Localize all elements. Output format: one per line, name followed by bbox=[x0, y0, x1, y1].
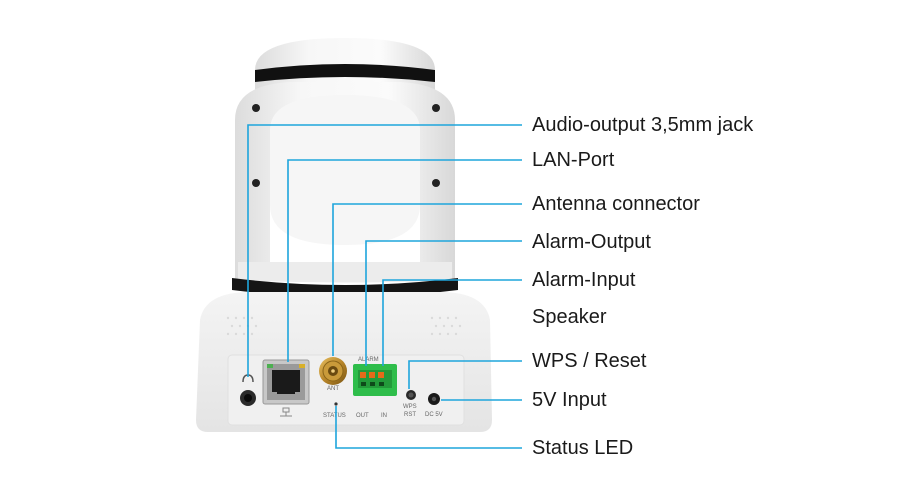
label-alarm-output: Alarm-Output bbox=[532, 231, 651, 253]
label-speaker: Speaker bbox=[532, 306, 607, 328]
alarm-terminal: ALARM OUT IN bbox=[353, 357, 397, 419]
callout-line-wps bbox=[408, 360, 522, 389]
callout-line-alarm-out bbox=[365, 240, 522, 366]
dc-text: DC 5V bbox=[425, 412, 443, 418]
label-status-led: Status LED bbox=[532, 437, 634, 459]
callout-line-audio bbox=[247, 124, 522, 377]
label-wps-reset: WPS / Reset bbox=[532, 350, 647, 372]
alarm-text: ALARM bbox=[358, 357, 379, 363]
rst-text: RST bbox=[404, 412, 416, 418]
speaker-grille-right bbox=[430, 316, 462, 336]
power-jack: DC 5V bbox=[425, 393, 443, 418]
out-text: OUT bbox=[356, 413, 369, 419]
label-5v-input: 5V Input bbox=[532, 389, 607, 411]
wps-text: WPS bbox=[403, 404, 417, 410]
label-antenna-connector: Antenna connector bbox=[532, 193, 700, 215]
callout-lines bbox=[247, 124, 522, 449]
ant-text: ANT bbox=[327, 386, 339, 392]
camera-yoke bbox=[235, 82, 455, 280]
lan-port bbox=[262, 359, 310, 417]
label-alarm-input: Alarm-Input bbox=[532, 269, 636, 291]
status-led: STATUS bbox=[323, 402, 346, 419]
camera-base bbox=[196, 292, 492, 432]
network-icon bbox=[280, 407, 292, 417]
callout-line-antenna bbox=[332, 203, 522, 356]
callout-line-status bbox=[335, 406, 522, 449]
callout-line-alarm-in bbox=[382, 279, 522, 366]
antenna-connector: ANT bbox=[319, 357, 347, 392]
status-text: STATUS bbox=[323, 413, 346, 419]
label-lan-port: LAN-Port bbox=[532, 149, 615, 171]
label-audio-output: Audio-output 3,5mm jack bbox=[532, 114, 754, 136]
in-text: IN bbox=[381, 413, 387, 419]
callout-line-lan bbox=[287, 159, 522, 362]
wps-reset-button: WPS RST bbox=[403, 390, 417, 418]
camera-head bbox=[255, 38, 435, 95]
